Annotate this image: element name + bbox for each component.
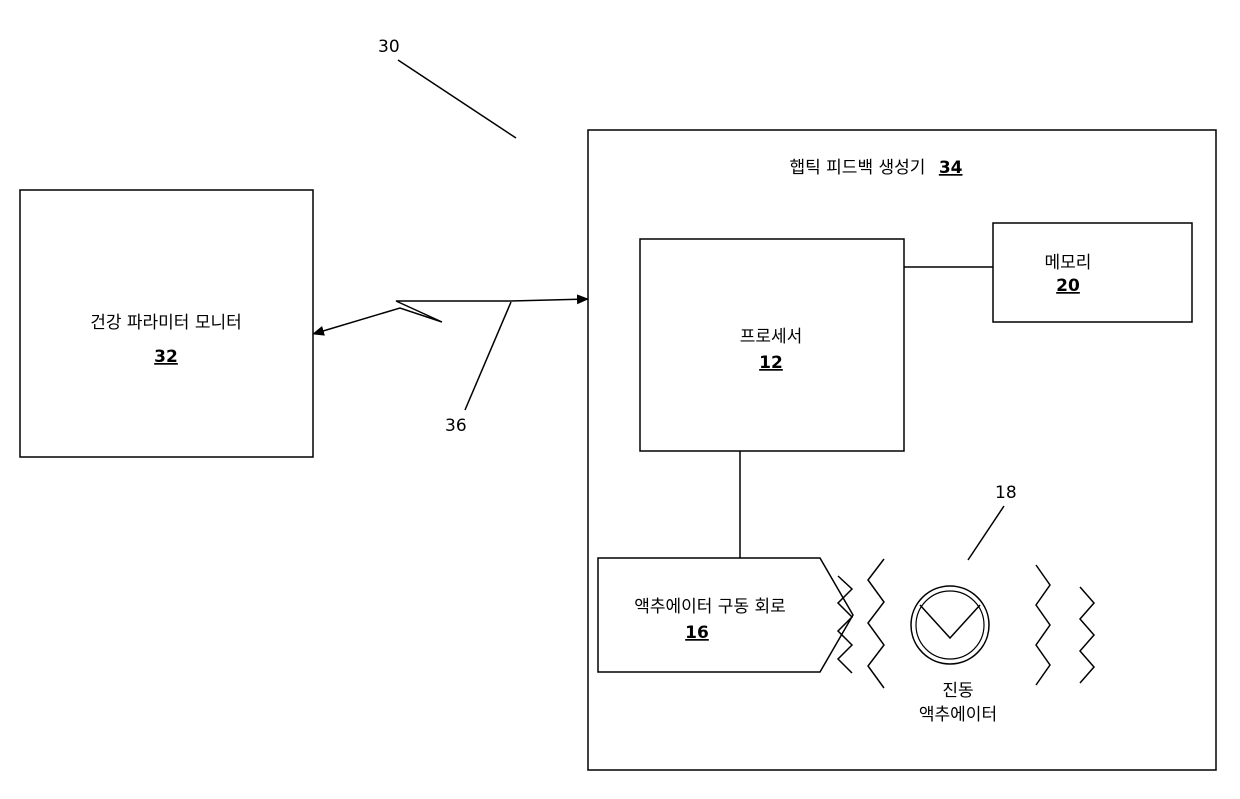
haptic-generator-title: 햅틱 피드백 생성기 — [789, 158, 925, 178]
vibration-wave-2 — [868, 559, 884, 688]
health-monitor-block: 건강 파라미터 모니터 32 — [20, 190, 313, 457]
memory-box — [993, 223, 1192, 322]
leader-line-30 — [398, 60, 516, 138]
ref-label-30: 30 — [378, 37, 400, 57]
ref-label-36: 36 — [445, 416, 467, 436]
drive-circuit-number: 16 — [685, 623, 709, 643]
drive-circuit-block: 액추에이터 구동 회로 16 — [598, 558, 853, 672]
processor-block: 프로세서 12 — [640, 239, 904, 451]
processor-label: 프로세서 — [740, 327, 803, 347]
memory-block: 메모리 20 — [993, 223, 1192, 322]
vibration-wave-1 — [838, 576, 852, 673]
haptic-generator-box — [588, 130, 1216, 770]
actuator-outer-circle — [911, 586, 989, 664]
haptic-generator-number: 34 — [939, 158, 963, 178]
leader-line-36 — [465, 302, 511, 410]
health-monitor-number: 32 — [154, 347, 178, 367]
actuator-label-line2: 액추에이터 — [919, 705, 997, 725]
haptic-generator-label: 햅틱 피드백 생성기 34 — [789, 158, 962, 178]
drive-circuit-label: 액추에이터 구동 회로 — [634, 597, 786, 617]
actuator-label-line1: 진동 — [942, 681, 973, 701]
memory-number: 20 — [1056, 276, 1080, 296]
ref-label-18: 18 — [995, 483, 1017, 503]
actuator-mark — [920, 605, 980, 638]
wireless-link — [313, 299, 588, 334]
vibration-wave-3 — [1036, 565, 1050, 685]
actuator-inner-circle — [916, 591, 984, 659]
processor-number: 12 — [759, 353, 783, 373]
leader-line-18 — [968, 506, 1004, 560]
haptic-generator-block: 햅틱 피드백 생성기 34 — [588, 130, 1216, 770]
memory-label: 메모리 — [1045, 253, 1092, 273]
vibration-actuator: 진동 액추에이터 — [911, 586, 997, 725]
vibration-wave-4 — [1080, 587, 1094, 683]
health-monitor-label: 건강 파라미터 모니터 — [90, 313, 242, 333]
